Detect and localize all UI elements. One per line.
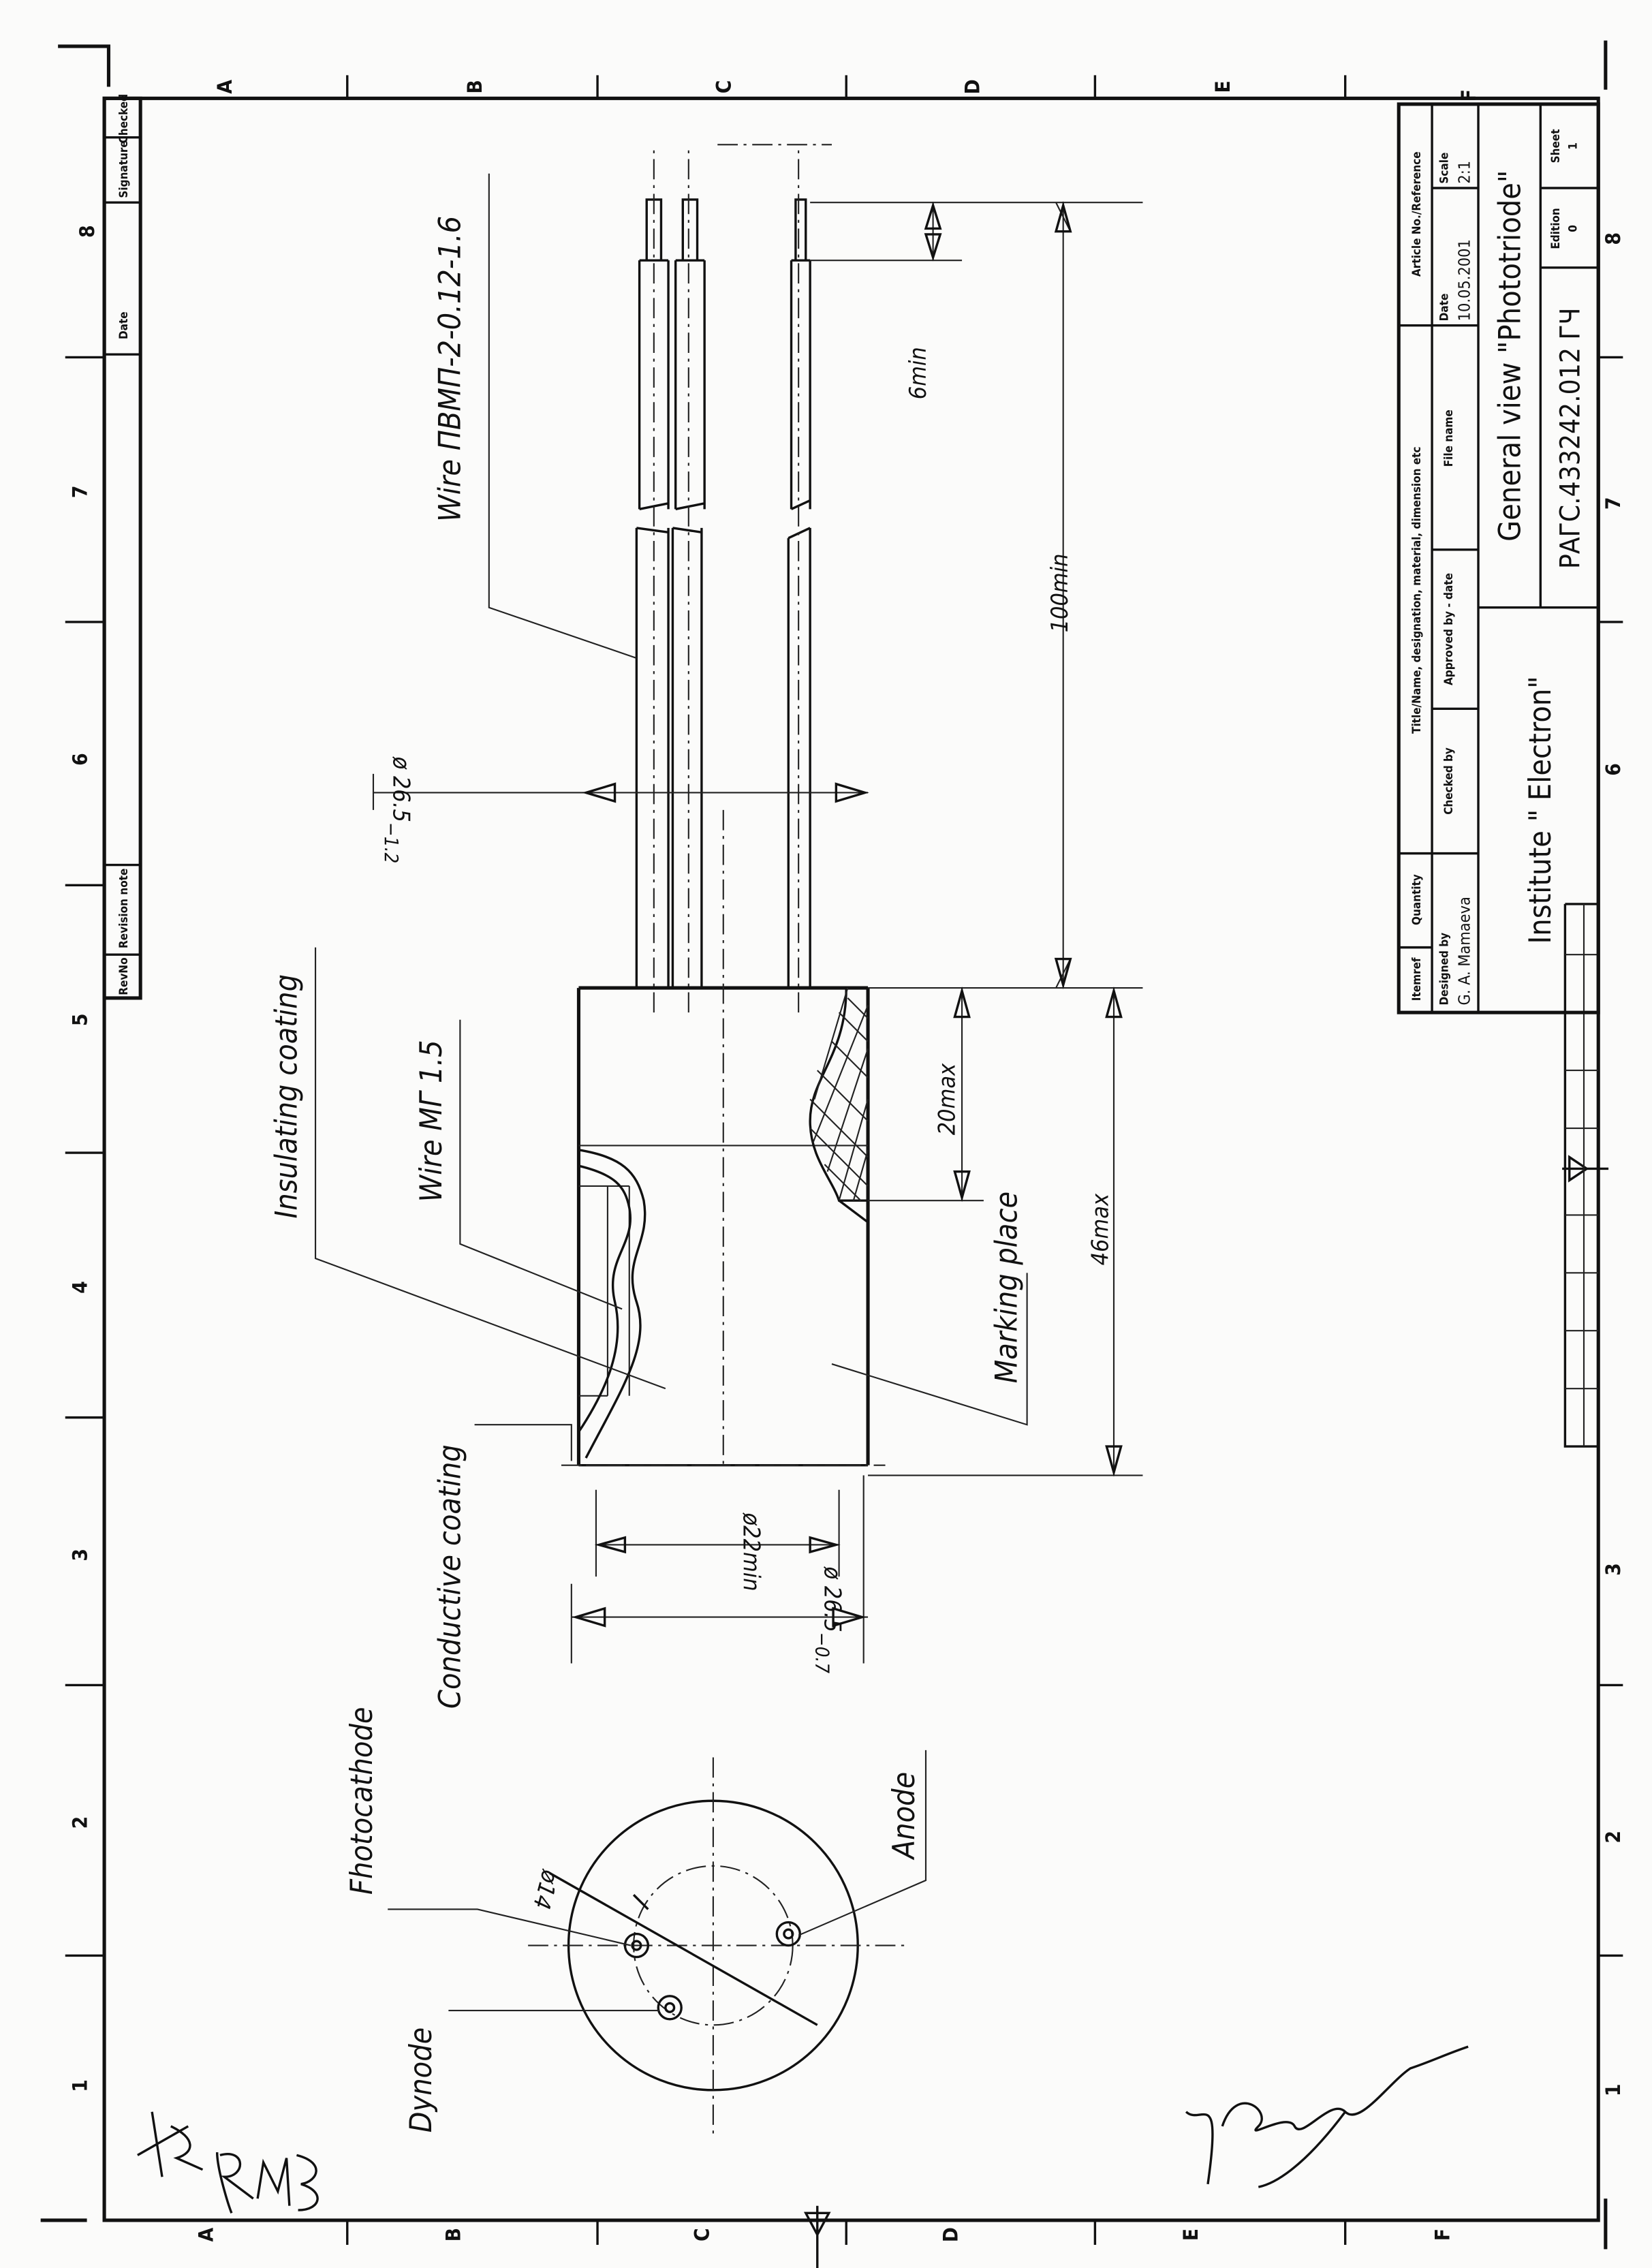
zone-letter: B bbox=[463, 80, 487, 93]
length-100min: 100min bbox=[1046, 554, 1074, 633]
photocathode-label: Fhotocathode bbox=[344, 1707, 379, 1895]
center-mark-icon bbox=[1562, 1155, 1609, 1183]
sheet-value: 1 bbox=[1566, 142, 1580, 150]
itemref-header: Itemref bbox=[1410, 957, 1424, 1001]
title-header: Title/Name, designation, material, dimen… bbox=[1410, 446, 1424, 734]
title-block: Itemref Quantity Title/Name, designation… bbox=[1397, 102, 1600, 1014]
date-label: Date bbox=[1437, 294, 1451, 322]
drawing-title: General view "Phototriode" bbox=[1493, 170, 1528, 542]
date-value: 10.05.2001 bbox=[1454, 239, 1474, 321]
zone-letter: E bbox=[1179, 2228, 1203, 2241]
checked-header: Checked bbox=[117, 94, 131, 143]
edition-value: 0 bbox=[1566, 225, 1580, 232]
zone-numbers-right: 1 2 3 6 7 8 bbox=[1602, 232, 1625, 2096]
zone-letter: F bbox=[1431, 2228, 1455, 2241]
zone-letter: F bbox=[1457, 89, 1481, 102]
inner-diameter: ø22min bbox=[737, 1512, 764, 1591]
corner-marks bbox=[40, 40, 1608, 2250]
photocathode-pin bbox=[623, 1932, 650, 1959]
revision-block: Checked Signature Date Revision note Rev… bbox=[102, 94, 142, 1000]
zone-letter: A bbox=[213, 80, 237, 94]
cable-diameter: ø 26.5−1.2 bbox=[380, 756, 415, 864]
dimension-labels: ø 26.5−1.2 ø 26.5−0.7 ø22min ø14 100min … bbox=[380, 347, 1115, 1912]
cable-wires bbox=[635, 144, 832, 1013]
date-header: Date bbox=[117, 311, 131, 339]
part-labels: Wire ПВМП-2-0.12-1.6 Insulating coating … bbox=[268, 216, 1024, 2133]
zone-number: 8 bbox=[1602, 232, 1625, 245]
zone-ticks bbox=[65, 75, 1623, 2246]
marking-place-area bbox=[809, 987, 869, 1202]
zone-number: 1 bbox=[69, 2079, 93, 2092]
zone-numbers-left: 1 2 3 4 5 6 7 8 bbox=[69, 225, 100, 2092]
dimension-lines bbox=[372, 201, 1143, 1664]
rev-no-header: RevNo bbox=[117, 957, 131, 995]
drawing-frame bbox=[102, 96, 1600, 2222]
marking-place-label: Marking place bbox=[989, 1192, 1025, 1384]
zone-number: 1 bbox=[1602, 2084, 1625, 2097]
scale-value: 2:1 bbox=[1454, 161, 1474, 184]
dim-tolerance: −0.7 bbox=[811, 1632, 834, 1673]
quantity-header: Quantity bbox=[1410, 874, 1424, 925]
checked-by-label: Checked by bbox=[1442, 747, 1456, 815]
body-diameter: ø 26.5−0.7 bbox=[811, 1566, 846, 1674]
zone-number: 6 bbox=[69, 753, 93, 766]
center-mark-icon bbox=[798, 2205, 839, 2268]
leader-lines bbox=[314, 173, 1028, 2012]
scale-label: Scale bbox=[1437, 153, 1451, 184]
zone-letters-bottom: A B C D E F bbox=[194, 1155, 1609, 2268]
zone-number: 2 bbox=[69, 1816, 93, 1829]
article-header: Article No./Reference bbox=[1410, 151, 1424, 277]
zone-number: 5 bbox=[69, 1013, 93, 1026]
dynode-label: Dynode bbox=[403, 2028, 439, 2133]
zone-letter: D bbox=[961, 79, 985, 94]
zone-number: 6 bbox=[1602, 763, 1625, 776]
dim-value: ø 26.5 bbox=[818, 1566, 845, 1632]
institute-name: Institute " Electron" bbox=[1523, 676, 1558, 944]
zone-letter: D bbox=[939, 2227, 963, 2242]
zone-number: 7 bbox=[1602, 497, 1625, 510]
circle-diameter: ø14 bbox=[527, 1867, 564, 1912]
dynode-pin bbox=[657, 1995, 683, 2021]
file-name-label: File name bbox=[1442, 409, 1456, 467]
zone-letter: E bbox=[1211, 80, 1235, 93]
anode-label: Anode bbox=[886, 1772, 922, 1861]
sheet-label: Sheet bbox=[1549, 129, 1563, 163]
designed-by-label: Designed by bbox=[1437, 933, 1451, 1006]
designed-by-value: G. A. Mamaeva bbox=[1454, 897, 1474, 1005]
zone-number: 3 bbox=[1602, 1563, 1625, 1576]
end-view bbox=[528, 1757, 905, 2134]
conductive-coating-label: Conductive coating bbox=[432, 1444, 467, 1709]
length-6min: 6min bbox=[905, 347, 932, 399]
zone-number: 2 bbox=[1602, 1831, 1625, 1844]
handwritten-signature bbox=[137, 2045, 1469, 2213]
zone-letters-top: A B C D E F bbox=[213, 79, 1481, 102]
document-number: РАГС.433242.012 ГЧ bbox=[1555, 308, 1587, 569]
zone-letter: C bbox=[712, 80, 736, 94]
signature-header: Signature bbox=[117, 140, 131, 198]
length-46max: 46max bbox=[1087, 1193, 1115, 1265]
zone-number: 7 bbox=[69, 486, 93, 499]
tube-body bbox=[561, 809, 886, 1468]
revision-note-header: Revision note bbox=[117, 869, 131, 948]
insulating-coating-label: Insulating coating bbox=[268, 974, 304, 1219]
zone-letter: B bbox=[441, 2228, 465, 2241]
zone-number: 8 bbox=[76, 225, 99, 238]
length-20max: 20max bbox=[933, 1063, 961, 1135]
zone-letter: C bbox=[691, 2228, 715, 2241]
wire-cable-label: Wire ПВМП-2-0.12-1.6 bbox=[432, 216, 467, 522]
zone-number: 3 bbox=[69, 1549, 93, 1562]
edition-label: Edition bbox=[1549, 208, 1563, 249]
wire-mg-label: Wire МГ 1.5 bbox=[414, 1040, 449, 1202]
anode-pin bbox=[775, 1921, 801, 1947]
dim-value: ø 26.5 bbox=[388, 756, 415, 822]
dim-tolerance: −1.2 bbox=[380, 822, 403, 863]
zone-letter: A bbox=[194, 2228, 218, 2242]
zone-number: 4 bbox=[69, 1281, 93, 1294]
approved-by-label: Approved by - date bbox=[1442, 573, 1456, 685]
